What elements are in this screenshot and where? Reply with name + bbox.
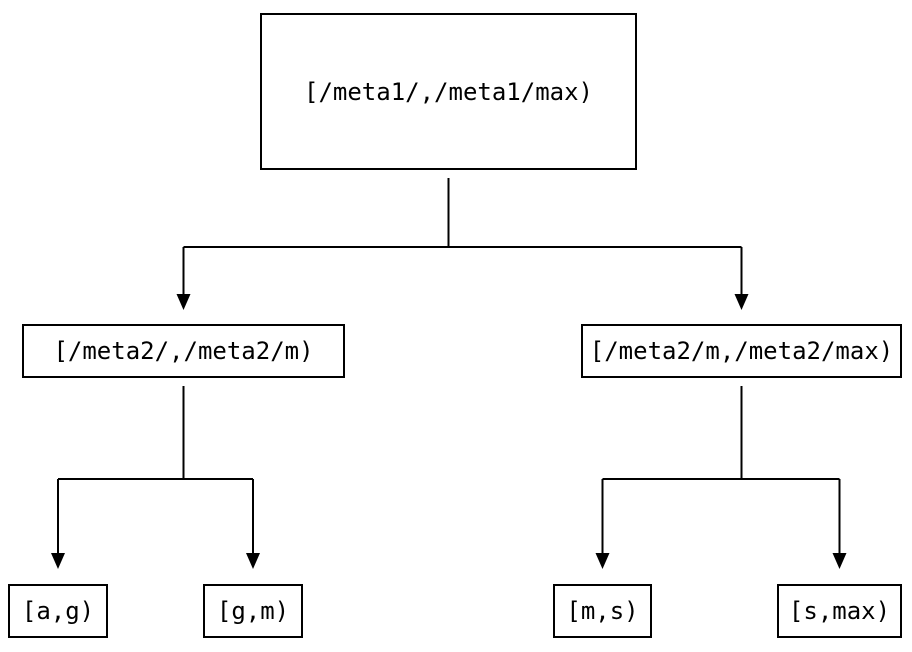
tree-node-label: [m,s) bbox=[566, 597, 639, 625]
tree-node-label: [g,m) bbox=[216, 597, 290, 625]
arrowhead-icon bbox=[51, 553, 65, 569]
arrowhead-icon bbox=[246, 553, 260, 569]
tree-node-leaf-m-s: [m,s) bbox=[553, 584, 652, 638]
arrowhead-icon bbox=[176, 294, 191, 310]
tree-node-label: [s,max) bbox=[788, 597, 891, 625]
arrowhead-icon bbox=[734, 294, 749, 310]
tree-node-leaf-g-m: [g,m) bbox=[203, 584, 303, 638]
edge-group-root-to-children bbox=[176, 178, 749, 310]
tree-node-leaf-s-max: [s,max) bbox=[777, 584, 902, 638]
tree-node-root: [/meta1/,/meta1/max) bbox=[260, 13, 637, 170]
tree-node-label: [/meta2/,/meta2/m) bbox=[53, 337, 314, 365]
tree-node-meta2-high: [/meta2/m,/meta2/max) bbox=[581, 324, 902, 378]
tree-node-meta2-low: [/meta2/,/meta2/m) bbox=[22, 324, 345, 378]
tree-node-leaf-a-g: [a,g) bbox=[8, 584, 108, 638]
edge-group-left-subtree bbox=[51, 386, 260, 569]
tree-node-label: [/meta1/,/meta1/max) bbox=[304, 77, 593, 106]
tree-node-label: [/meta2/m,/meta2/max) bbox=[589, 337, 894, 365]
arrowhead-icon bbox=[595, 553, 610, 569]
tree-node-label: [a,g) bbox=[21, 597, 95, 625]
arrowhead-icon bbox=[832, 553, 847, 569]
edge-group-right-subtree bbox=[595, 386, 847, 569]
